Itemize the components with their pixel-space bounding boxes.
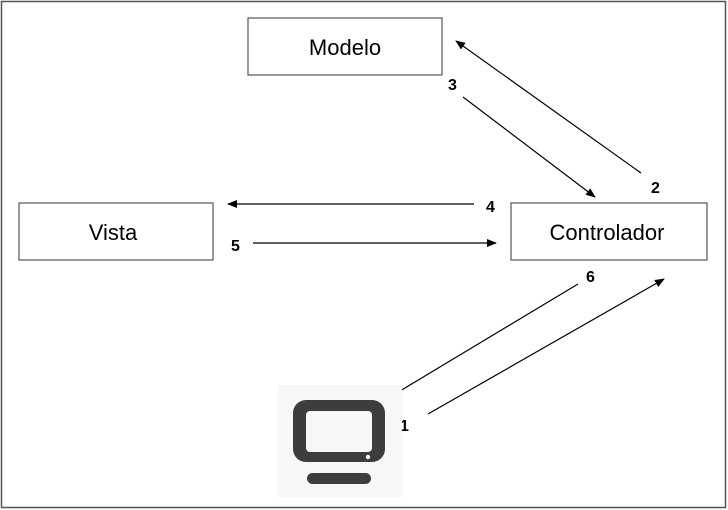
step-label-1: 1 [400, 418, 409, 435]
step-label-2: 2 [651, 180, 660, 197]
arrow-controlador-to-user [389, 283, 579, 398]
monitor-led [365, 454, 371, 460]
controlador-node: Controlador [510, 202, 708, 261]
arrow-controlador-to-modelo [455, 40, 642, 174]
vista-box [18, 202, 214, 261]
modelo-node: Modelo [247, 17, 443, 76]
controlador-label: Controlador [550, 220, 665, 245]
vista-node: Vista [18, 202, 214, 261]
step-label-5: 5 [231, 238, 240, 255]
arrow-modelo-to-controlador [462, 96, 596, 198]
vista-label: Vista [89, 220, 138, 245]
monitor-stand [307, 473, 371, 484]
computer-monitor-icon [278, 385, 402, 497]
step-label-3: 3 [448, 77, 457, 94]
monitor-screen [306, 411, 372, 452]
step-label-6: 6 [586, 269, 595, 286]
arrow-user-to-controlador [427, 278, 665, 415]
step-label-4: 4 [486, 199, 495, 216]
modelo-box [247, 17, 443, 76]
controlador-box [510, 202, 708, 261]
modelo-label: Modelo [309, 35, 381, 60]
